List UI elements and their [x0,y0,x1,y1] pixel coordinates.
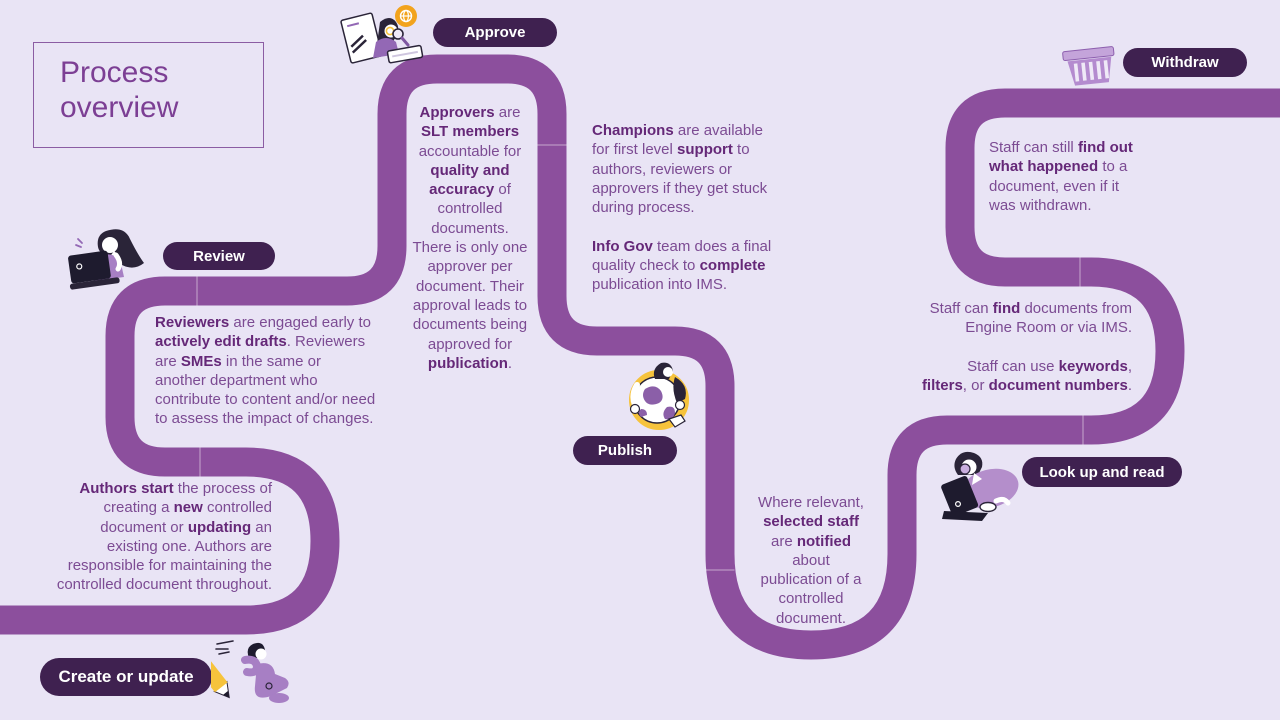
review-woman-laptop-illustration-icon [68,229,144,290]
stage-label-approve: Approve [433,18,557,47]
withdraw-basket-illustration-icon [1062,46,1115,86]
page-title-line2: overview [60,91,179,124]
create-or-update-pencil-illustration-icon [211,640,289,703]
path-segment-seams [196,144,1084,571]
title-box: Process overview [33,42,264,148]
stage-label-create-or-update: Create or update [40,658,212,696]
stage-label-withdraw: Withdraw [1123,48,1247,77]
stage-label-look-up-and-read: Look up and read [1022,457,1182,487]
publish-globe-illustration-icon [629,362,689,430]
approve-documents-illustration-icon [340,5,424,64]
look-up-and-read-laptop-illustration-icon [941,451,1019,521]
stage-label-publish: Publish [573,436,677,465]
stage-label-review: Review [163,242,275,270]
page-title-line1: Process [60,56,169,89]
